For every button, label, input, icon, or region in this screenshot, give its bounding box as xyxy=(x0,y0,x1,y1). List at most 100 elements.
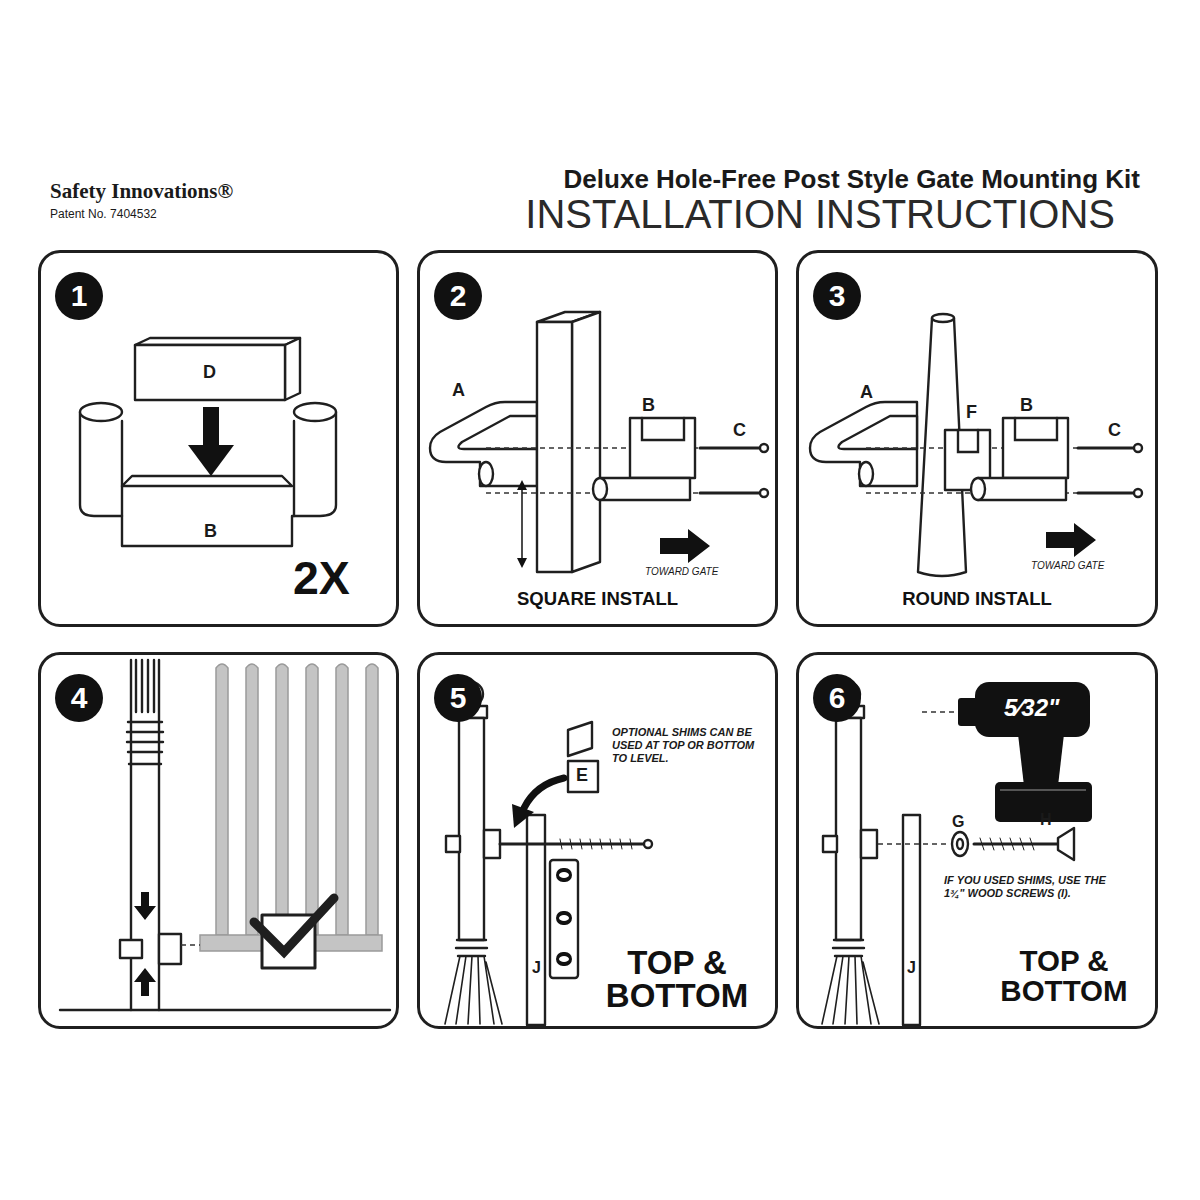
spirit-level xyxy=(556,868,572,882)
long-screw xyxy=(500,839,652,849)
part-label: B xyxy=(1020,395,1033,417)
spirit-level xyxy=(556,952,572,966)
stair-post xyxy=(127,722,163,764)
square-post xyxy=(537,312,600,572)
part-label: B xyxy=(204,521,217,543)
power-drill xyxy=(1018,734,1064,786)
header-text: Patent No. 7404532 xyxy=(50,207,157,221)
spirit-level xyxy=(550,860,578,978)
part-label: A xyxy=(452,380,465,402)
step-panel: 2SQUARE INSTALL xyxy=(417,250,778,627)
screw-path-dashes xyxy=(878,843,950,845)
part-label: C xyxy=(733,420,746,442)
square-post xyxy=(572,312,600,572)
part-label: B xyxy=(642,395,655,417)
shim-arrow xyxy=(524,778,564,808)
washer-g xyxy=(952,832,968,856)
newel-post xyxy=(484,830,500,858)
spirit-level xyxy=(556,911,572,925)
post-bracket xyxy=(120,940,142,958)
panel-caption: 2X xyxy=(293,555,393,602)
round-post xyxy=(932,314,954,322)
toward-gate-arrow xyxy=(1046,523,1096,557)
insert-d-illustration xyxy=(135,338,300,400)
long-screw xyxy=(500,843,644,846)
bracket-a-illustration xyxy=(430,402,537,486)
sheet-title: Deluxe Hole-Free Post Style Gate Mountin… xyxy=(564,164,1140,195)
down-arrow xyxy=(188,407,234,476)
wall-board xyxy=(903,815,920,1025)
insert-f xyxy=(958,430,978,452)
step-number: 5 xyxy=(434,674,482,722)
shims xyxy=(568,722,598,792)
press-arrows xyxy=(134,968,156,996)
down-arrow xyxy=(203,407,219,446)
header-text: INSTALLATION INSTRUCTIONS xyxy=(525,190,1115,238)
shim-arrow xyxy=(512,804,534,828)
height-double-arrow xyxy=(521,488,523,560)
screws-c xyxy=(1134,444,1142,452)
instruction-note: OPTIONAL SHIMS CAN BE USED AT TOP OR BOT… xyxy=(612,726,772,766)
bracket-b-side xyxy=(600,478,690,500)
step-panel: 5TOP & BOTTOM xyxy=(417,652,778,1029)
part-label: J xyxy=(905,958,918,977)
bracket-b-illustration xyxy=(122,476,292,486)
press-arrows xyxy=(134,892,156,996)
panel-caption: SQUARE INSTALL xyxy=(420,590,775,609)
bracket-a-illustration xyxy=(458,416,537,449)
toward-gate-arrow xyxy=(660,529,710,563)
gate-bars xyxy=(200,664,382,951)
shim-arrow xyxy=(512,778,564,828)
bracket-a-illustration xyxy=(859,462,873,486)
bracket-b-side xyxy=(1003,418,1068,478)
part-label: TOWARD GATE xyxy=(645,566,718,578)
wall-board xyxy=(527,815,545,1025)
check-mark xyxy=(254,898,334,968)
header-text: Safety Innovations® xyxy=(50,179,233,204)
wood-screw-h xyxy=(1058,828,1074,860)
gate-bars xyxy=(276,664,288,935)
step-number: 4 xyxy=(55,674,103,722)
screws-c xyxy=(700,448,760,493)
stair-post xyxy=(136,660,154,712)
long-screw xyxy=(644,840,652,848)
screws-c xyxy=(1078,444,1142,497)
gate-bars xyxy=(336,664,348,935)
panel-caption: TOP & BOTTOM xyxy=(586,946,768,1012)
gate-bars xyxy=(216,664,228,935)
stair-post xyxy=(60,1009,390,1011)
part-label: A xyxy=(860,382,873,404)
power-drill xyxy=(975,682,1090,737)
bracket-b-illustration xyxy=(80,403,336,546)
newel-post xyxy=(446,836,460,852)
bracket-b-side xyxy=(971,478,985,500)
newel-post xyxy=(822,682,879,1024)
part-label: E xyxy=(576,765,588,787)
down-arrow xyxy=(188,445,234,476)
bracket-b-illustration xyxy=(80,403,122,421)
check-mark xyxy=(254,898,334,952)
height-double-arrow xyxy=(517,480,527,568)
part-label: 5⁄32" xyxy=(1004,694,1059,723)
screws-c xyxy=(1078,448,1134,493)
step-number: 2 xyxy=(434,272,482,320)
screws-c xyxy=(700,444,768,497)
screws-c xyxy=(760,489,768,497)
screws-c xyxy=(760,444,768,452)
part-label: D xyxy=(203,362,216,384)
press-arrows xyxy=(134,892,156,920)
wood-screw-h xyxy=(974,828,1074,860)
bracket-b-side xyxy=(978,478,1066,500)
part-label: J xyxy=(530,958,543,977)
step-panel: 6TOP & BOTTOM xyxy=(796,652,1158,1029)
insert-d-illustration xyxy=(135,345,285,400)
part-label: TOWARD GATE xyxy=(1031,560,1104,572)
bracket-b-side xyxy=(642,418,684,440)
part-label: F xyxy=(966,402,977,424)
gate-bars xyxy=(306,664,318,935)
bracket-b-side xyxy=(971,418,1068,500)
post-bracket xyxy=(120,934,200,964)
part-label: G xyxy=(952,812,964,831)
step-number: 3 xyxy=(813,272,861,320)
